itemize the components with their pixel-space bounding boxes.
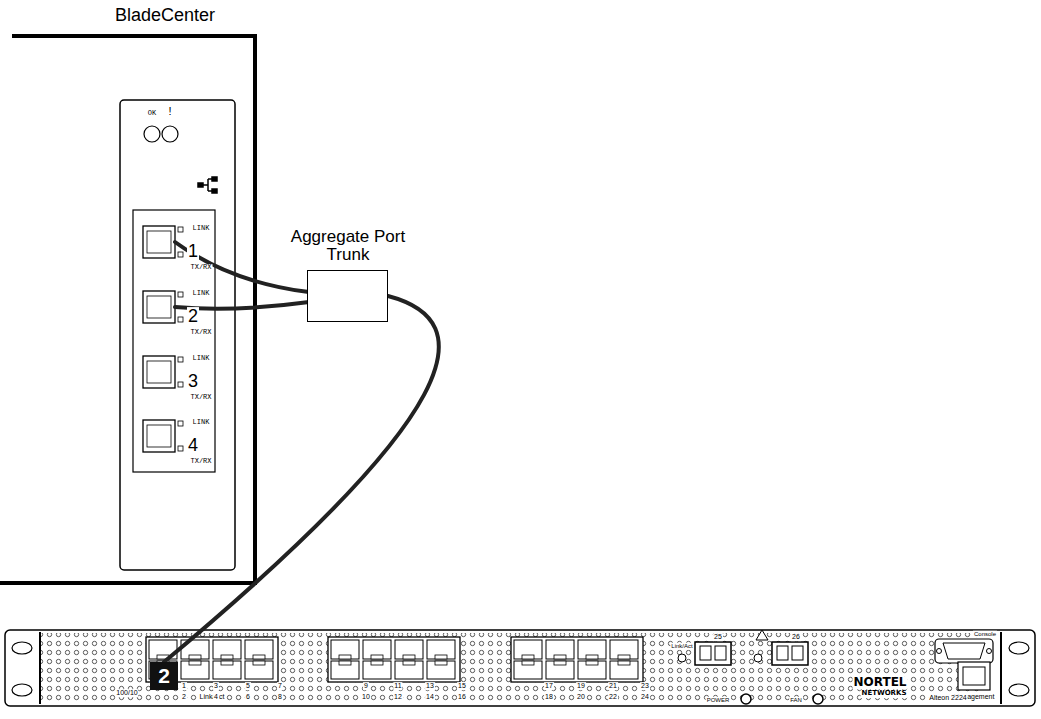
- port-number: 11: [393, 682, 402, 690]
- port-number: 20: [576, 693, 586, 701]
- switch-label: FAN: [789, 697, 803, 704]
- module-label: TX/RX: [189, 394, 212, 402]
- port-number: 2: [187, 307, 199, 327]
- switch-label: 100/10: [115, 689, 138, 697]
- switch-label: Link/Act: [199, 693, 226, 701]
- port-number: 3: [213, 682, 219, 690]
- switch-label: NORTEL: [853, 676, 908, 689]
- switch-module: [120, 100, 235, 570]
- port-number: 1: [187, 242, 199, 262]
- port-number: 13: [425, 682, 435, 690]
- port-number: 1: [181, 682, 187, 690]
- port-number: 2: [181, 693, 187, 701]
- port-number: 12: [393, 693, 403, 701]
- switch-label: Link/Act: [670, 643, 693, 650]
- switch-label: NETWORKS: [861, 690, 908, 698]
- module-label: LINK: [192, 355, 211, 363]
- port-number: 19: [576, 682, 586, 690]
- port-number: 18: [544, 693, 554, 701]
- bladecenter-housing: BladeCenter12: [0, 36, 255, 583]
- switch-label: 26: [791, 633, 801, 641]
- network-icon: [198, 177, 217, 193]
- callout-number: 2: [150, 662, 178, 690]
- module-label: !: [167, 105, 172, 117]
- port-number: 10: [361, 693, 371, 701]
- module-port: 2: [143, 291, 175, 323]
- port-number: 5: [245, 682, 251, 690]
- port-number: 15: [457, 682, 467, 690]
- module-label: TX/RX: [189, 264, 212, 272]
- module-label: TX/RX: [189, 458, 212, 466]
- port-number: 6: [245, 693, 251, 701]
- module-label: 3: [187, 372, 199, 392]
- switch-label: POWER: [706, 697, 731, 704]
- port-number: 21: [608, 682, 618, 690]
- title: BladeCenter: [115, 6, 215, 26]
- module-label: TX/RX: [189, 329, 212, 337]
- module-label: OK: [147, 110, 157, 118]
- port-number: 2: [158, 664, 170, 687]
- port-number: 4: [213, 693, 219, 701]
- cable: [175, 242, 307, 292]
- port-number: 8: [277, 693, 283, 701]
- port-number: 17: [544, 682, 554, 690]
- switch-label: Console: [973, 631, 997, 638]
- port-number: 7: [277, 682, 283, 690]
- port-number: 9: [363, 682, 369, 690]
- cable: [164, 296, 439, 662]
- port-panel: [133, 210, 215, 472]
- module-label: LINK: [192, 419, 211, 427]
- module-label: LINK: [192, 225, 211, 233]
- trunk-box: Aggregate Port Trunk: [307, 270, 388, 322]
- port-number: 23: [640, 682, 650, 690]
- module-label: LINK: [192, 290, 211, 298]
- trunk-label: Aggregate Port Trunk: [283, 228, 413, 265]
- switch-label: Alteon 2224: [928, 694, 967, 702]
- port-number: 14: [425, 693, 435, 701]
- module-port: 1: [143, 226, 175, 258]
- port-number: 22: [608, 693, 618, 701]
- switch-label: 25: [713, 633, 723, 641]
- port-number: 24: [640, 693, 650, 701]
- module-label: 4: [187, 436, 199, 456]
- port-number: 16: [457, 693, 467, 701]
- external-switch: [5, 630, 1035, 706]
